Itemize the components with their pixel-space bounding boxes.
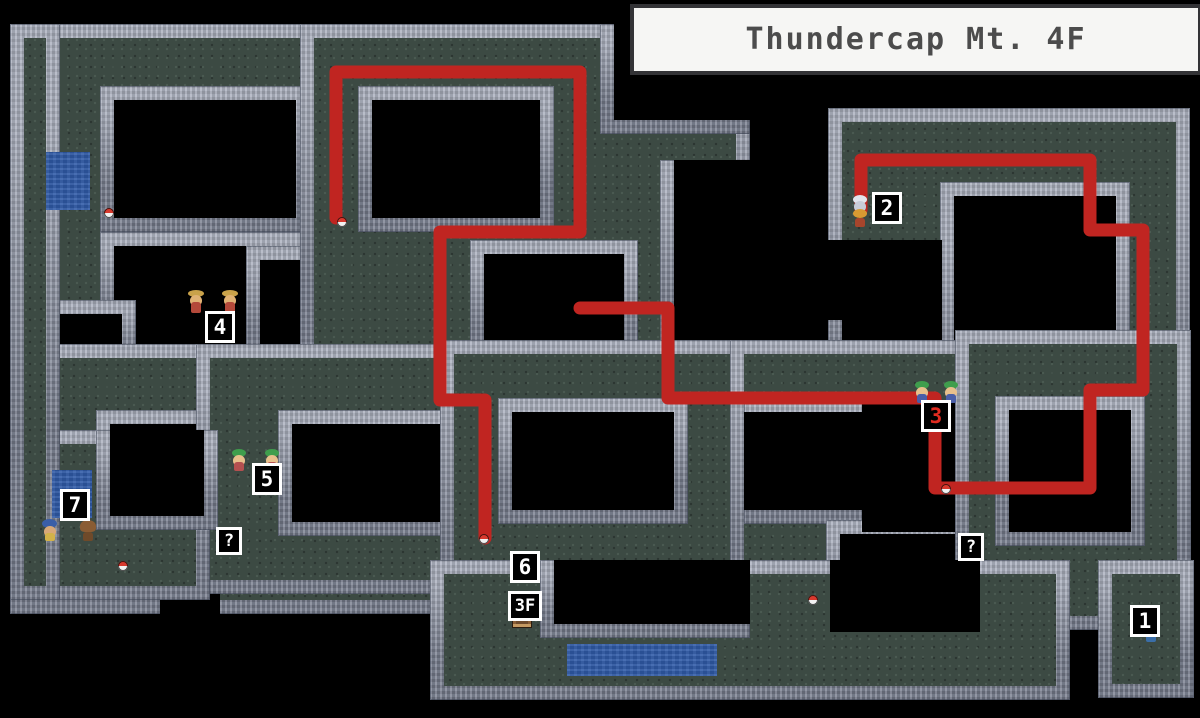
hat-icon xyxy=(222,290,238,297)
void-center-block1 xyxy=(512,412,674,510)
marker-label: 4 xyxy=(213,314,227,339)
head xyxy=(190,295,202,306)
trainer-green-c[interactable] xyxy=(914,381,930,404)
marker-label: 3 xyxy=(929,403,943,428)
marker-label: 6 xyxy=(518,554,532,579)
cap-icon xyxy=(232,449,246,457)
void-bl-rim-in xyxy=(110,430,204,516)
head xyxy=(266,455,278,466)
map-marker-question-west[interactable]: ? xyxy=(216,527,242,555)
marker-label: ? xyxy=(223,530,235,551)
trainer-green-a[interactable] xyxy=(231,449,247,472)
npc-orange[interactable] xyxy=(852,209,868,227)
body xyxy=(45,533,55,541)
void-nc-block2 xyxy=(484,254,624,352)
body xyxy=(946,394,956,403)
hair-icon xyxy=(853,195,867,204)
item-ball-route-c[interactable] xyxy=(941,484,951,494)
map-marker-5[interactable]: 5 xyxy=(252,463,282,495)
body xyxy=(1146,633,1156,642)
hat-icon xyxy=(188,290,204,297)
map-marker-2[interactable]: 2 xyxy=(872,192,902,224)
head xyxy=(233,455,245,466)
cap-icon xyxy=(915,381,929,389)
item-ball-route-b[interactable] xyxy=(479,534,489,544)
head xyxy=(916,387,928,398)
body xyxy=(855,218,865,227)
void-bottom-right xyxy=(830,560,980,632)
trainer-green-d[interactable] xyxy=(943,381,959,404)
body xyxy=(83,532,93,541)
npc-brown-hair[interactable] xyxy=(80,520,96,542)
void-fr-block xyxy=(1009,410,1131,532)
water-pool-bottom xyxy=(567,644,717,676)
body xyxy=(191,302,201,313)
map-marker-1[interactable]: 1 xyxy=(1130,605,1160,637)
marker-label: 7 xyxy=(68,492,82,517)
item-ball-nw[interactable] xyxy=(104,208,114,218)
map-marker-4[interactable]: 4 xyxy=(205,311,235,343)
trainer-hiker-b[interactable] xyxy=(222,290,238,313)
cap-icon xyxy=(265,449,279,457)
hair-icon xyxy=(853,209,867,218)
marker-label: 3F xyxy=(514,595,536,616)
cap-icon xyxy=(42,519,57,528)
map-marker-6[interactable]: 6 xyxy=(510,551,540,583)
item-ball-se[interactable] xyxy=(808,595,818,605)
map-marker-question-east[interactable]: ? xyxy=(958,533,984,561)
hair-icon xyxy=(80,520,96,532)
head xyxy=(945,387,957,398)
map-marker-3[interactable]: 3 xyxy=(921,400,951,432)
npc-scientist[interactable] xyxy=(852,195,868,212)
map-marker-floor-3f[interactable]: 3F xyxy=(508,591,542,621)
void-mc-block xyxy=(292,424,442,522)
item-ball-sw[interactable] xyxy=(118,561,128,571)
void-nc-block1 xyxy=(372,100,540,218)
void-bottom-block xyxy=(554,560,750,624)
cap-icon xyxy=(944,381,958,389)
void-ne-lower xyxy=(674,160,750,356)
marker-label: 5 xyxy=(260,466,274,491)
head xyxy=(44,526,56,537)
head xyxy=(224,295,236,306)
marker-label: 2 xyxy=(880,195,894,220)
head xyxy=(854,201,866,212)
marker-label: 1 xyxy=(1138,608,1152,633)
item-ball-route-a[interactable] xyxy=(337,217,347,227)
floor-left-column xyxy=(24,38,46,586)
void-nw-block1 xyxy=(114,100,296,218)
marker-label: ? xyxy=(965,536,977,557)
map-marker-7[interactable]: 7 xyxy=(60,489,90,521)
map-title-bar: Thundercap Mt. 4F xyxy=(630,4,1200,75)
body xyxy=(234,462,244,471)
body xyxy=(917,394,927,403)
water-pool-nw xyxy=(46,152,90,210)
page-title: Thundercap Mt. 4F xyxy=(745,22,1087,57)
trainer-blue-cap[interactable] xyxy=(42,519,58,542)
trainer-hiker-a[interactable] xyxy=(188,290,204,313)
body xyxy=(225,302,235,313)
